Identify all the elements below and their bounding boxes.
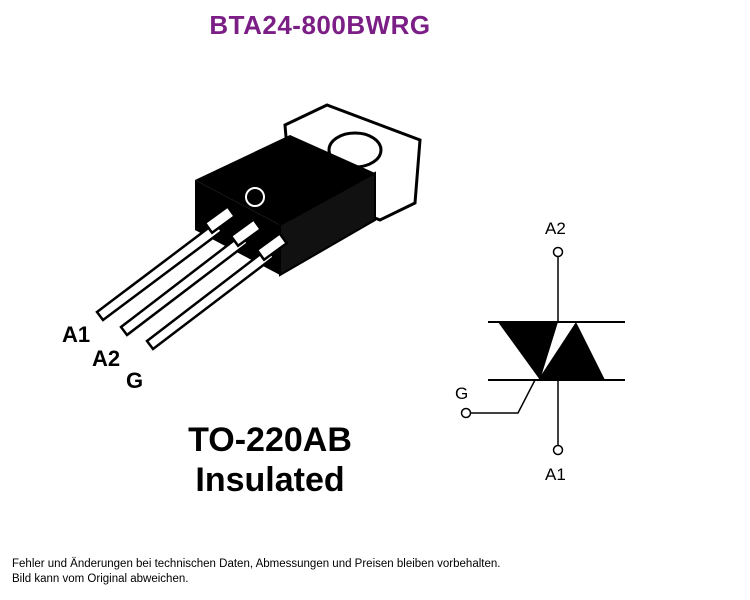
- leads: [95, 204, 289, 351]
- diode-down: [498, 322, 558, 380]
- pin-label-g: G: [126, 368, 144, 393]
- wire-gate: [470, 379, 536, 414]
- body-top: [195, 135, 375, 225]
- triac-symbol: [460, 246, 625, 456]
- package-name: TO-220AB: [188, 421, 352, 459]
- symbol-label-a1: A1: [545, 465, 566, 484]
- pin-label-a2: A2: [92, 346, 121, 371]
- symbol-label-g: G: [455, 384, 469, 403]
- body-side: [279, 171, 376, 277]
- product-title: BTA24-800BWRG: [209, 10, 431, 40]
- package-variant: Insulated: [195, 461, 345, 499]
- disclaimer-line-2: Bild kann vom Original abweichen.: [12, 573, 189, 585]
- to220-package-illustration: [95, 103, 422, 351]
- disclaimer: Fehler und Änderungen bei technischen Da…: [12, 557, 500, 587]
- disclaimer-line-1: Fehler und Änderungen bei technischen Da…: [12, 558, 501, 570]
- diode-up: [538, 322, 605, 380]
- molding-mark: [245, 187, 265, 207]
- terminal-a2: [552, 246, 564, 258]
- terminal-g: [460, 407, 472, 419]
- terminal-a1: [552, 444, 564, 456]
- pin-label-a1: A1: [62, 322, 91, 347]
- package-name-block: TO-220AB Insulated: [100, 420, 440, 500]
- symbol-label-a2: A2: [545, 219, 566, 238]
